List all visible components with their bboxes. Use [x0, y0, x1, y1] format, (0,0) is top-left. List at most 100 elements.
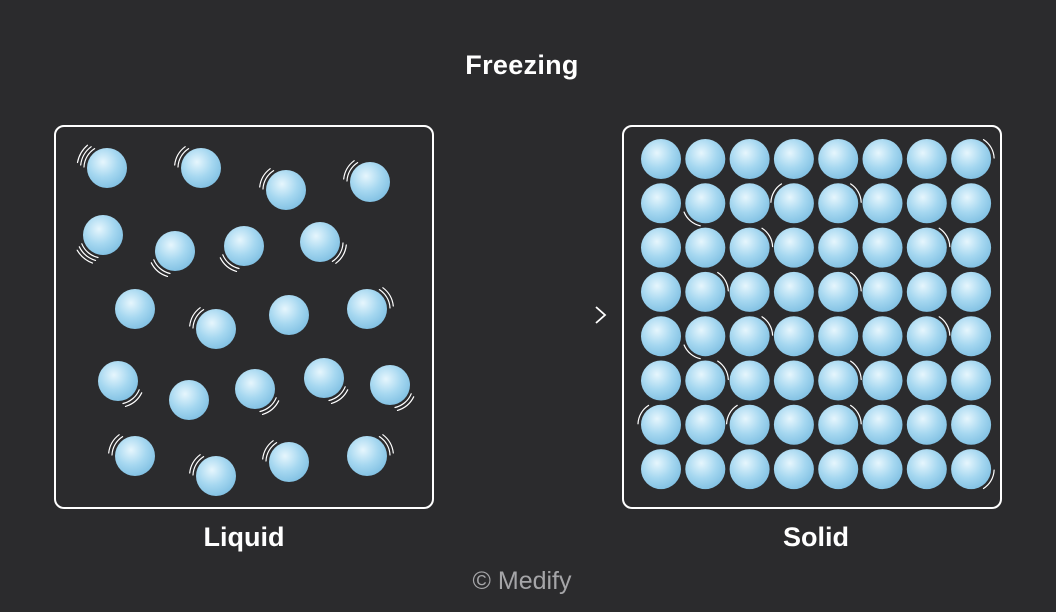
- particle: [370, 365, 415, 411]
- motion-arc-icon: [717, 360, 729, 381]
- particle: [259, 168, 306, 210]
- particle: [862, 449, 903, 490]
- liquid-panel: [54, 125, 434, 509]
- motion-arc-icon: [262, 170, 275, 190]
- particle: [818, 139, 859, 179]
- particle: [685, 449, 726, 490]
- motion-arc-icon: [177, 148, 190, 168]
- motion-arc-icon: [850, 360, 862, 381]
- motion-arc-icon: [189, 307, 201, 327]
- motion-arc-icon: [328, 386, 346, 402]
- motion-arc-icon: [80, 146, 92, 166]
- particle: [685, 404, 726, 445]
- motion-arc-icon: [108, 434, 120, 454]
- particle: [773, 404, 814, 445]
- motion-arc-icon: [770, 183, 783, 203]
- particle: [76, 215, 123, 264]
- particle: [685, 360, 729, 401]
- particle: [729, 227, 774, 268]
- particle: [641, 316, 681, 357]
- motion-arc-icon: [343, 160, 355, 180]
- motion-arc-icon: [222, 254, 240, 270]
- motion-arc-icon: [335, 244, 347, 264]
- particle: [906, 449, 947, 490]
- motion-arc-icon: [330, 389, 349, 404]
- particle: [818, 316, 859, 357]
- particle: [108, 434, 155, 476]
- particle: [773, 316, 814, 357]
- motion-arc-icon: [261, 400, 280, 415]
- particle: [76, 144, 127, 188]
- motion-arc-icon: [396, 396, 415, 411]
- particle: [951, 139, 995, 179]
- particle: [951, 404, 992, 445]
- particle: [269, 295, 309, 335]
- particle: [862, 227, 903, 268]
- motion-arc-icon: [111, 436, 124, 456]
- motion-arc-icon: [382, 434, 394, 454]
- motion-arc-icon: [192, 309, 205, 329]
- motion-arc-icon: [81, 243, 99, 259]
- particle: [98, 361, 143, 407]
- particle: [189, 454, 236, 496]
- particle: [862, 271, 903, 312]
- particle: [818, 183, 862, 224]
- motion-arc-icon: [150, 262, 169, 277]
- motion-arc-icon: [382, 287, 394, 307]
- motion-arc-icon: [124, 392, 143, 407]
- motion-arc-icon: [122, 389, 140, 405]
- particle: [773, 139, 814, 179]
- particle: [818, 404, 862, 445]
- motion-arc-icon: [76, 144, 89, 164]
- motion-arc-icon: [265, 442, 278, 462]
- diagram-title: Freezing: [465, 50, 579, 80]
- particle: [773, 360, 814, 401]
- particle: [906, 360, 947, 401]
- motion-arc-icon: [850, 404, 862, 425]
- motion-arc-icon: [192, 456, 205, 476]
- particle: [862, 183, 903, 224]
- particle: [150, 231, 195, 277]
- motion-arc-icon: [83, 148, 96, 168]
- motion-arc-icon: [346, 162, 359, 182]
- motion-arc-icon: [850, 183, 862, 203]
- particle: [818, 227, 859, 268]
- particle: [262, 440, 309, 482]
- motion-arc-icon: [637, 404, 650, 425]
- particle: [726, 404, 770, 445]
- motion-arc-icon: [331, 242, 344, 262]
- particle: [685, 227, 726, 268]
- particle: [729, 271, 770, 312]
- particle: [862, 139, 903, 179]
- motion-arc-icon: [850, 271, 862, 292]
- particle: [641, 139, 681, 179]
- particle: [862, 404, 903, 445]
- motion-arc-icon: [938, 316, 951, 336]
- copyright-text: © Medify: [472, 567, 572, 595]
- particle: [300, 222, 347, 264]
- particle: [115, 289, 155, 329]
- motion-arc-icon: [259, 397, 277, 413]
- particle: [906, 139, 947, 179]
- particle: [906, 227, 951, 268]
- particle: [818, 360, 862, 401]
- particle: [729, 449, 770, 490]
- particle: [685, 139, 726, 179]
- particle: [906, 404, 947, 445]
- motion-arc-icon: [78, 246, 97, 261]
- particle: [862, 360, 903, 401]
- particle: [641, 183, 681, 224]
- particle: [729, 183, 770, 224]
- particle: [219, 226, 264, 272]
- particle: [729, 316, 774, 357]
- particle: [729, 360, 770, 401]
- particle: [637, 404, 681, 445]
- motion-arc-icon: [76, 249, 94, 264]
- motion-arc-icon: [717, 271, 729, 292]
- particle: [683, 183, 726, 227]
- motion-arc-icon: [761, 316, 774, 336]
- motion-arc-icon: [378, 289, 391, 309]
- particle: [951, 271, 992, 312]
- solid-panel: [622, 125, 1002, 509]
- particle: [729, 139, 770, 179]
